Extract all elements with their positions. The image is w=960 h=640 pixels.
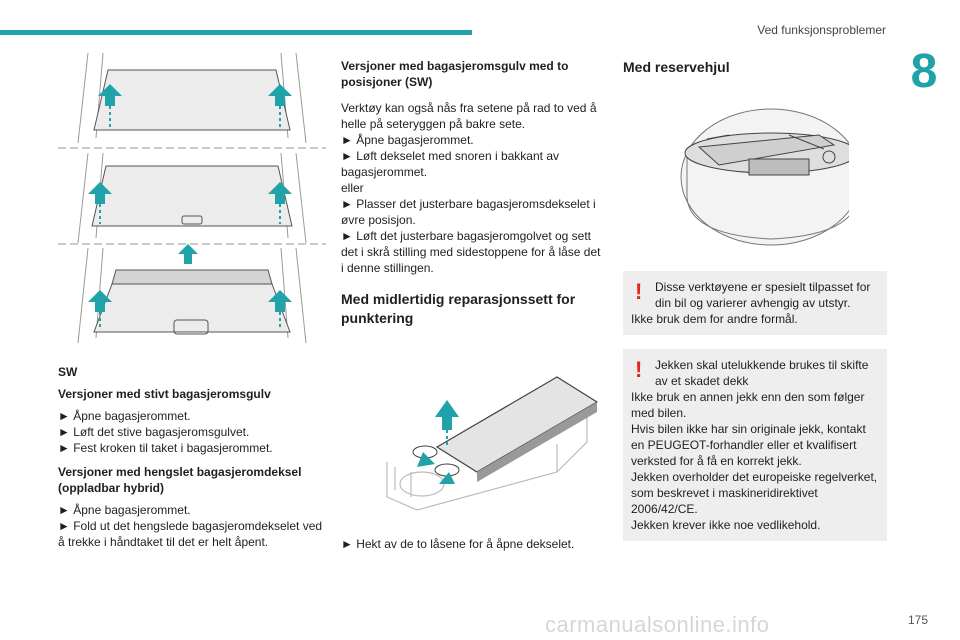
column-1: SW Versjoner med stivt bagasjeromsgulv ►… — [58, 48, 326, 558]
heading-repair-kit: Med midlertidig reparasjonssett for punk… — [341, 291, 576, 326]
section-title: Ved funksjonsproblemer — [757, 23, 886, 37]
exclamation-icon: ! — [635, 279, 643, 304]
heading-spare-wheel: Med reservehjul — [623, 59, 730, 75]
warning-first-line: ! Disse verktøyene er spesielt tilpasset… — [631, 279, 879, 311]
warning-box-jack: ! Jekken skal utelukkende brukes til ski… — [623, 349, 887, 541]
text-line: ► Plasser det justerbare bagasjeromsdeks… — [341, 197, 596, 227]
warning-text: Ikke bruk en annen jekk enn den som følg… — [631, 390, 865, 420]
repair-kit-step: ► Hekt av de to låsene for å åpne deksel… — [341, 537, 575, 551]
step: ► Åpne bagasjerommet. — [58, 503, 191, 517]
exclamation-icon: ! — [635, 357, 643, 382]
header-accent-bar — [0, 30, 472, 35]
step: ► Fest kroken til taket i bagasjerommet. — [58, 441, 273, 455]
heading-hinged-cover: Versjoner med hengslet bagasjeromdeksel … — [58, 465, 302, 495]
warning-text: Jekken krever ikke noe vedlikehold. — [631, 518, 821, 532]
warning-text: Hvis bilen ikke har sin originale jekk, … — [631, 422, 866, 468]
text-line: eller — [341, 181, 364, 195]
text-line: ► Løft det justerbare bagasjeromgolvet o… — [341, 229, 601, 275]
fixed-floor-steps: ► Åpne bagasjerommet. ► Løft det stive b… — [58, 408, 326, 456]
watermark: carmanualsonline.info — [545, 612, 770, 637]
chapter-number: 8 — [888, 36, 960, 106]
warning-text: Jekken overholder det europeiske regelve… — [631, 470, 878, 516]
warning-box-tools: ! Disse verktøyene er spesielt tilpasset… — [623, 271, 887, 335]
text-line: ► Løft dekselet med snoren i bakkant av … — [341, 149, 559, 179]
repair-kit-illustration — [386, 376, 599, 511]
step: ► Åpne bagasjerommet. — [58, 409, 191, 423]
trunk-floor-illustration — [58, 52, 326, 344]
hinged-cover-steps: ► Åpne bagasjerommet. ► Fold ut det heng… — [58, 502, 326, 550]
heading-fixed-floor: Versjoner med stivt bagasjeromsgulv — [58, 387, 271, 401]
label-sw: SW — [58, 365, 78, 379]
column-3: Med reservehjul ! Disse verktøyene er sp… — [623, 58, 887, 555]
text-line: Verktøy kan også nås fra setene på rad t… — [341, 101, 597, 131]
warning-text: Ikke bruk dem for andre formål. — [631, 312, 798, 326]
warning-text: Disse verktøyene er spesielt tilpasset f… — [655, 280, 871, 310]
step: ► Fold ut det hengslede bagasjeromdeksel… — [58, 519, 323, 549]
warning-text: Jekken skal utelukkende brukes til skift… — [655, 358, 869, 388]
two-position-text: Verktøy kan også nås fra setene på rad t… — [341, 100, 605, 276]
text-line: ► Åpne bagasjerommet. — [341, 133, 474, 147]
column-2: Versjoner med bagasjeromsgulv med to pos… — [341, 58, 605, 560]
page-number: 175 — [907, 613, 928, 627]
heading-two-position-floor: Versjoner med bagasjeromsgulv med to pos… — [341, 59, 569, 89]
step: ► Løft det stive bagasjeromsgulvet. — [58, 425, 250, 439]
spare-wheel-tools-illustration — [680, 108, 862, 246]
warning-first-line: ! Jekken skal utelukkende brukes til ski… — [631, 357, 879, 389]
